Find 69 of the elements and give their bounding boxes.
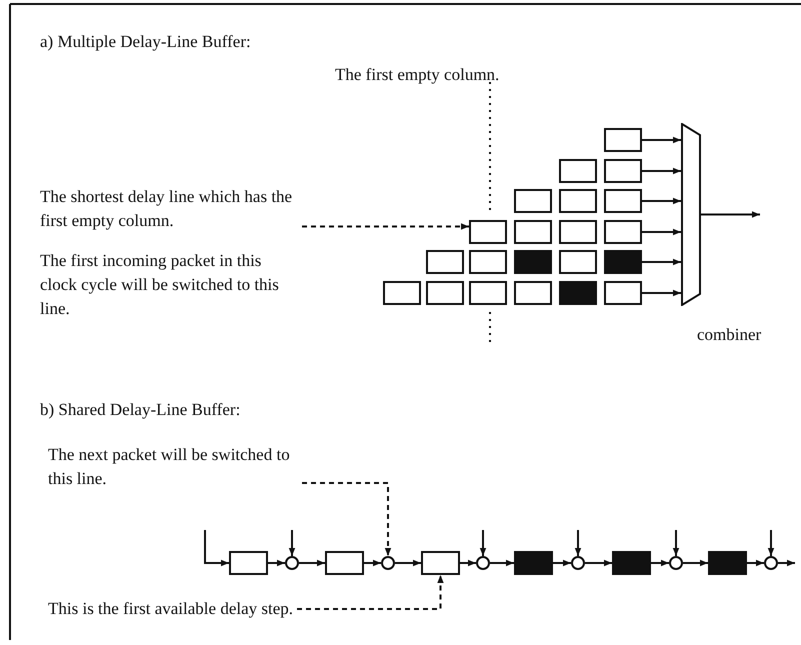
delay-slot bbox=[604, 189, 642, 213]
coupler-circle bbox=[764, 556, 778, 570]
arrow bbox=[395, 560, 421, 566]
coupler-circle bbox=[476, 556, 490, 570]
delay-slot bbox=[426, 250, 464, 274]
coupler-circle bbox=[285, 556, 299, 570]
arrow bbox=[642, 168, 681, 174]
delay-slot bbox=[559, 220, 597, 244]
delay-slot bbox=[604, 159, 642, 183]
annotation: The first empty column. bbox=[335, 64, 500, 86]
annotation: The first incoming packet in this clock cycle will be switched to this line. bbox=[40, 250, 280, 320]
delay-slot bbox=[559, 281, 597, 305]
arrow bbox=[747, 560, 764, 566]
delay-element bbox=[229, 551, 268, 575]
arrow bbox=[642, 198, 681, 204]
delay-slot bbox=[426, 281, 464, 305]
delay-slot bbox=[604, 250, 642, 274]
delay-slot bbox=[604, 220, 642, 244]
arrow bbox=[204, 530, 229, 566]
delay-slot bbox=[469, 281, 507, 305]
delay-slot bbox=[559, 159, 597, 183]
arrow bbox=[651, 560, 669, 566]
arrow bbox=[642, 228, 681, 236]
delay-slot bbox=[514, 220, 552, 244]
delay-slot bbox=[514, 250, 552, 274]
arrow bbox=[683, 560, 708, 566]
arrow bbox=[642, 290, 681, 296]
leader-line bbox=[302, 223, 469, 230]
annotation: The shortest delay line which has the first empty column. bbox=[40, 185, 302, 233]
arrow bbox=[642, 136, 681, 144]
coupler-circle bbox=[571, 556, 585, 570]
delay-slot bbox=[469, 220, 507, 244]
arrow bbox=[364, 560, 381, 566]
arrow bbox=[642, 258, 681, 266]
coupler-circle bbox=[669, 556, 683, 570]
delay-element bbox=[421, 551, 460, 575]
delay-slot bbox=[559, 250, 597, 274]
delay-slot bbox=[469, 250, 507, 274]
arrow bbox=[768, 530, 774, 556]
arrow bbox=[299, 560, 325, 566]
delay-slot bbox=[514, 281, 552, 305]
arrow bbox=[288, 530, 296, 556]
delay-slot bbox=[604, 281, 642, 305]
delay-slot bbox=[559, 189, 597, 213]
section-heading: a) Multiple Delay-Line Buffer: bbox=[40, 31, 251, 53]
annotation: The next packet will be switched to this line. bbox=[48, 443, 298, 491]
section-heading: b) Shared Delay-Line Buffer: bbox=[40, 399, 240, 421]
delay-element bbox=[708, 551, 747, 575]
delay-slot bbox=[514, 189, 552, 213]
coupler-circle bbox=[381, 556, 395, 570]
leader-line bbox=[302, 482, 392, 556]
delay-element bbox=[325, 551, 364, 575]
delay-slot bbox=[604, 128, 642, 152]
arrow bbox=[553, 560, 571, 566]
arrow bbox=[778, 560, 795, 566]
arrow bbox=[574, 530, 582, 556]
annotation: This is the first available delay step. bbox=[48, 597, 294, 621]
arrow bbox=[460, 560, 476, 566]
arrow bbox=[490, 560, 514, 566]
delay-element bbox=[514, 551, 553, 575]
arrow bbox=[585, 560, 612, 566]
arrow bbox=[701, 211, 760, 218]
delay-element bbox=[612, 551, 651, 575]
arrow bbox=[480, 530, 486, 556]
delay-slot bbox=[383, 281, 421, 305]
arrow bbox=[672, 530, 680, 556]
component-label: combiner bbox=[697, 324, 762, 346]
leader-line bbox=[297, 575, 444, 610]
arrow bbox=[268, 560, 285, 566]
